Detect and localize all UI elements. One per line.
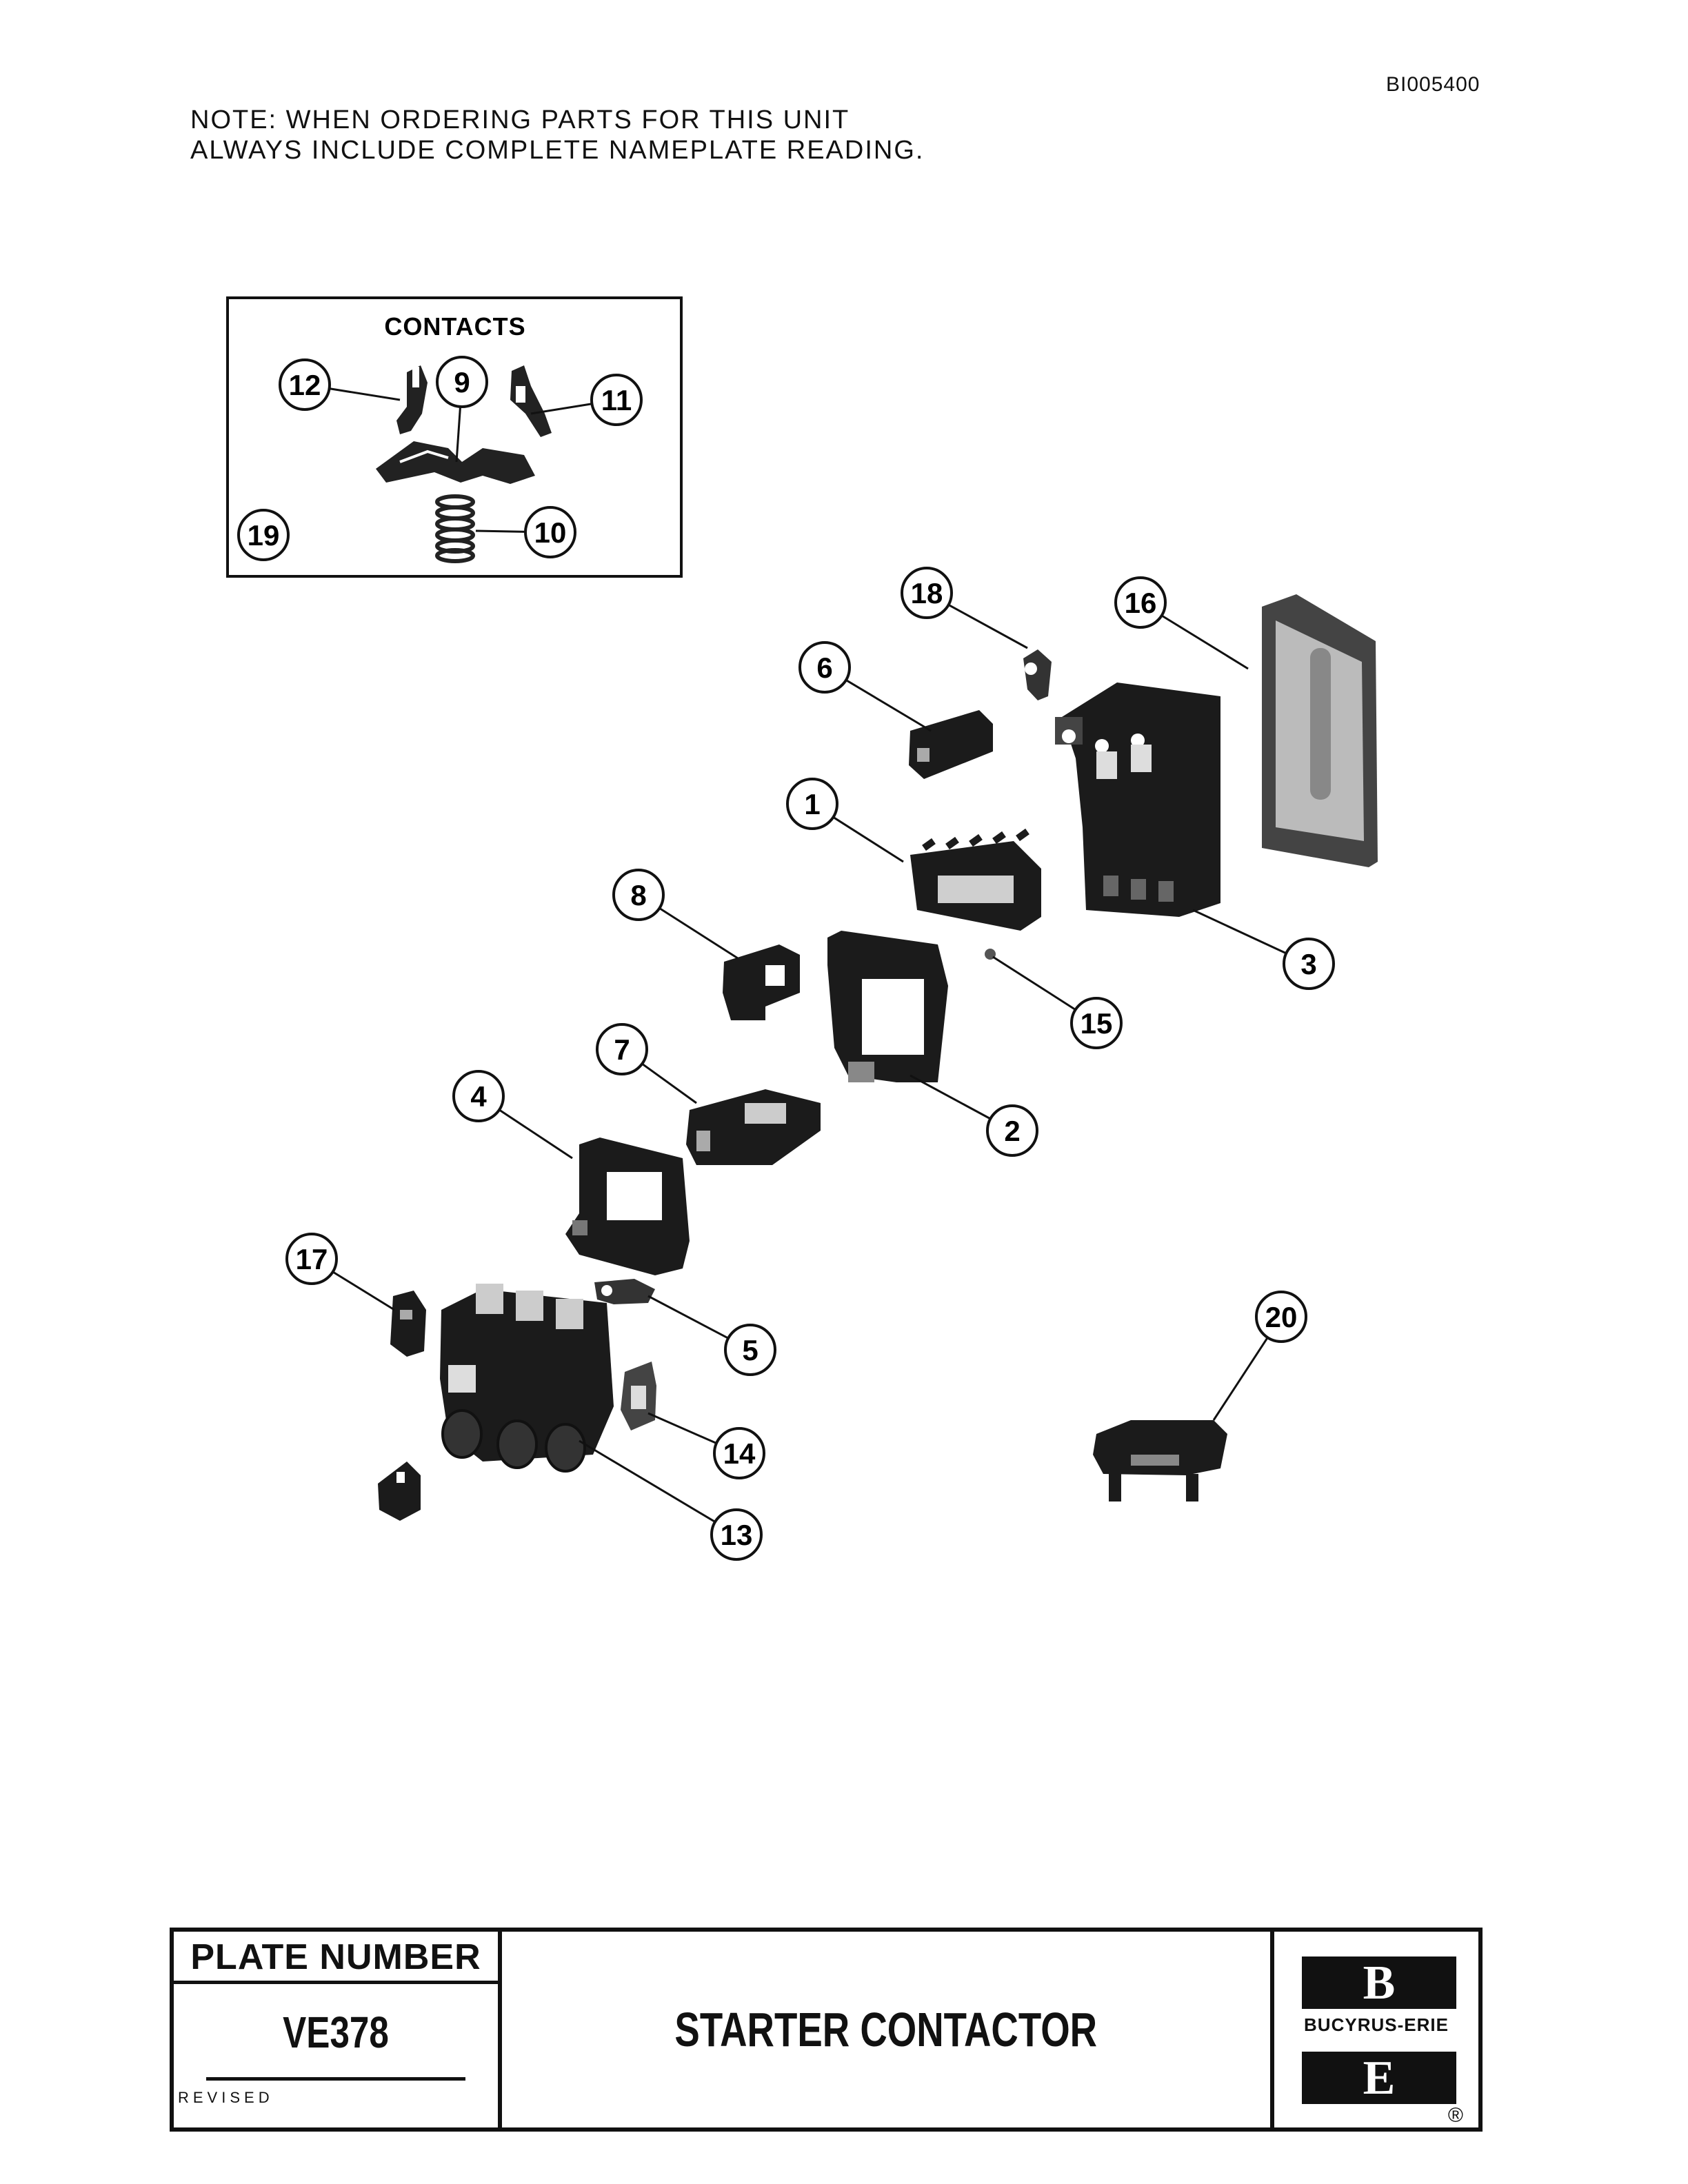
callout-bubble-15: [1070, 997, 1123, 1049]
revised-label: REVISED: [178, 2089, 274, 2106]
callout-bubble-16: [1114, 576, 1167, 629]
callout-leader-18: [947, 603, 1028, 649]
callout-bubble-8: [612, 869, 665, 921]
callout-label-5: 5: [742, 1334, 758, 1366]
callout-bubble-12: [279, 358, 331, 411]
callout-bubble-17: [285, 1233, 338, 1285]
contact-part-12: [396, 365, 428, 434]
note-line-2: ALWAYS INCLUDE COMPLETE NAMEPLATE READIN…: [190, 136, 925, 165]
contacts-title: CONTACTS: [384, 312, 525, 341]
part-4-frame: [565, 1138, 690, 1275]
callout-bubble-18: [901, 567, 953, 619]
callout-bubble-7: [596, 1023, 648, 1075]
part-3-contactor-base: [1055, 682, 1220, 917]
callout-leader-8: [659, 907, 738, 960]
part-14-side-part: [621, 1362, 656, 1430]
drawing-title-text: STARTER CONTACTOR: [674, 2003, 1098, 2056]
callout-bubble-19: [237, 509, 290, 561]
callout-label-19: 19: [248, 519, 280, 552]
callout-label-8: 8: [630, 879, 646, 911]
callout-leader-3: [1192, 909, 1287, 955]
part-loose-block: [378, 1462, 421, 1521]
callout-leader-20: [1212, 1337, 1269, 1421]
part-7-magnet: [686, 1089, 821, 1165]
callout-label-9: 9: [454, 366, 470, 398]
callout-leader-17: [332, 1271, 395, 1311]
callout-leader-16: [1160, 614, 1249, 670]
callout-label-12: 12: [289, 369, 321, 401]
ordering-note: NOTE: WHEN ORDERING PARTS FOR THIS UNIT …: [190, 105, 924, 165]
callout-leader-9: [455, 406, 462, 463]
callout-bubble-5: [724, 1324, 776, 1376]
callout-label-10: 10: [534, 516, 567, 549]
exploded-parts-diagram: CONTACTS: [226, 296, 1378, 1561]
callout-label-16: 16: [1125, 587, 1157, 619]
callout-leader-13: [579, 1439, 716, 1523]
callout-bubble-9: [436, 356, 488, 408]
plate-number: VE378: [206, 1984, 465, 2081]
contact-spring-10: [435, 494, 475, 563]
callout-label-20: 20: [1265, 1301, 1298, 1333]
plate-number-cell: PLATE NUMBER VE378 REVISED: [174, 1932, 502, 2127]
callout-label-3: 3: [1300, 948, 1316, 980]
callout-bubble-3: [1283, 938, 1335, 990]
part-6-auxiliary-block: [909, 710, 993, 779]
callout-label-17: 17: [296, 1243, 328, 1275]
callout-leader-14: [647, 1412, 717, 1444]
drawing-title: STARTER CONTACTOR: [502, 1932, 1274, 2127]
part-20-heater-element: [1093, 1420, 1227, 1502]
logo-company-name: BUCYRUS-ERIE: [1304, 2014, 1449, 2035]
callout-label-4: 4: [470, 1080, 487, 1113]
part-16-back-plate: [1262, 594, 1378, 867]
contacts-inset: CONTACTS: [226, 296, 683, 578]
callout-bubble-2: [986, 1104, 1038, 1157]
callout-label-14: 14: [723, 1437, 756, 1470]
contact-part-11: [510, 365, 552, 437]
plate-number-label: PLATE NUMBER: [174, 1932, 498, 1984]
callout-bubble-4: [452, 1070, 505, 1122]
callout-bubble-11: [590, 374, 643, 426]
callout-bubble-10: [524, 506, 576, 558]
callout-bubble-1: [786, 778, 838, 830]
callout-bubble-20: [1255, 1291, 1307, 1343]
part-5-clip: [594, 1279, 655, 1304]
part-17-relay-part: [390, 1291, 426, 1357]
callout-label-7: 7: [614, 1033, 630, 1066]
callout-leader-4: [499, 1109, 573, 1160]
part-18-bracket: [1023, 649, 1052, 700]
part-8-arc-hood: [723, 944, 800, 1020]
contact-bridge-9: [376, 441, 535, 484]
callout-leader-6: [845, 679, 932, 732]
callout-label-18: 18: [911, 577, 943, 609]
callout-leader-15: [992, 956, 1076, 1011]
callout-label-2: 2: [1004, 1115, 1020, 1147]
registered-mark: ®: [1447, 2104, 1463, 2127]
callout-leader-12: [329, 387, 401, 401]
part-2-coil: [827, 931, 948, 1082]
callout-leader-5: [647, 1295, 729, 1339]
callout-leader-11: [530, 403, 592, 415]
document-id: BI005400: [1386, 73, 1480, 96]
callout-bubble-13: [710, 1508, 763, 1561]
callout-bubble-14: [713, 1427, 765, 1479]
title-block: PLATE NUMBER VE378 REVISED STARTER CONTA…: [170, 1928, 1483, 2132]
logo-letter-b: B: [1302, 1957, 1456, 2010]
callout-label-15: 15: [1081, 1007, 1113, 1040]
callout-bubble-6: [798, 641, 851, 694]
callout-leader-1: [832, 816, 904, 863]
callout-label-13: 13: [721, 1519, 753, 1551]
note-line-1: NOTE: WHEN ORDERING PARTS FOR THIS UNIT: [190, 105, 850, 134]
callout-label-6: 6: [816, 651, 832, 684]
part-13-overload-relay: [440, 1284, 614, 1473]
callout-leader-7: [641, 1062, 697, 1104]
logo-letter-e: E: [1302, 2052, 1456, 2105]
company-logo: B BUCYRUS-ERIE E ®: [1274, 1932, 1478, 2127]
callout-leader-2: [910, 1074, 992, 1120]
part-1-contact-carrier: [910, 828, 1041, 931]
callout-label-1: 1: [804, 788, 820, 820]
callout-leader-10: [475, 529, 526, 533]
callout-label-11: 11: [601, 384, 632, 416]
